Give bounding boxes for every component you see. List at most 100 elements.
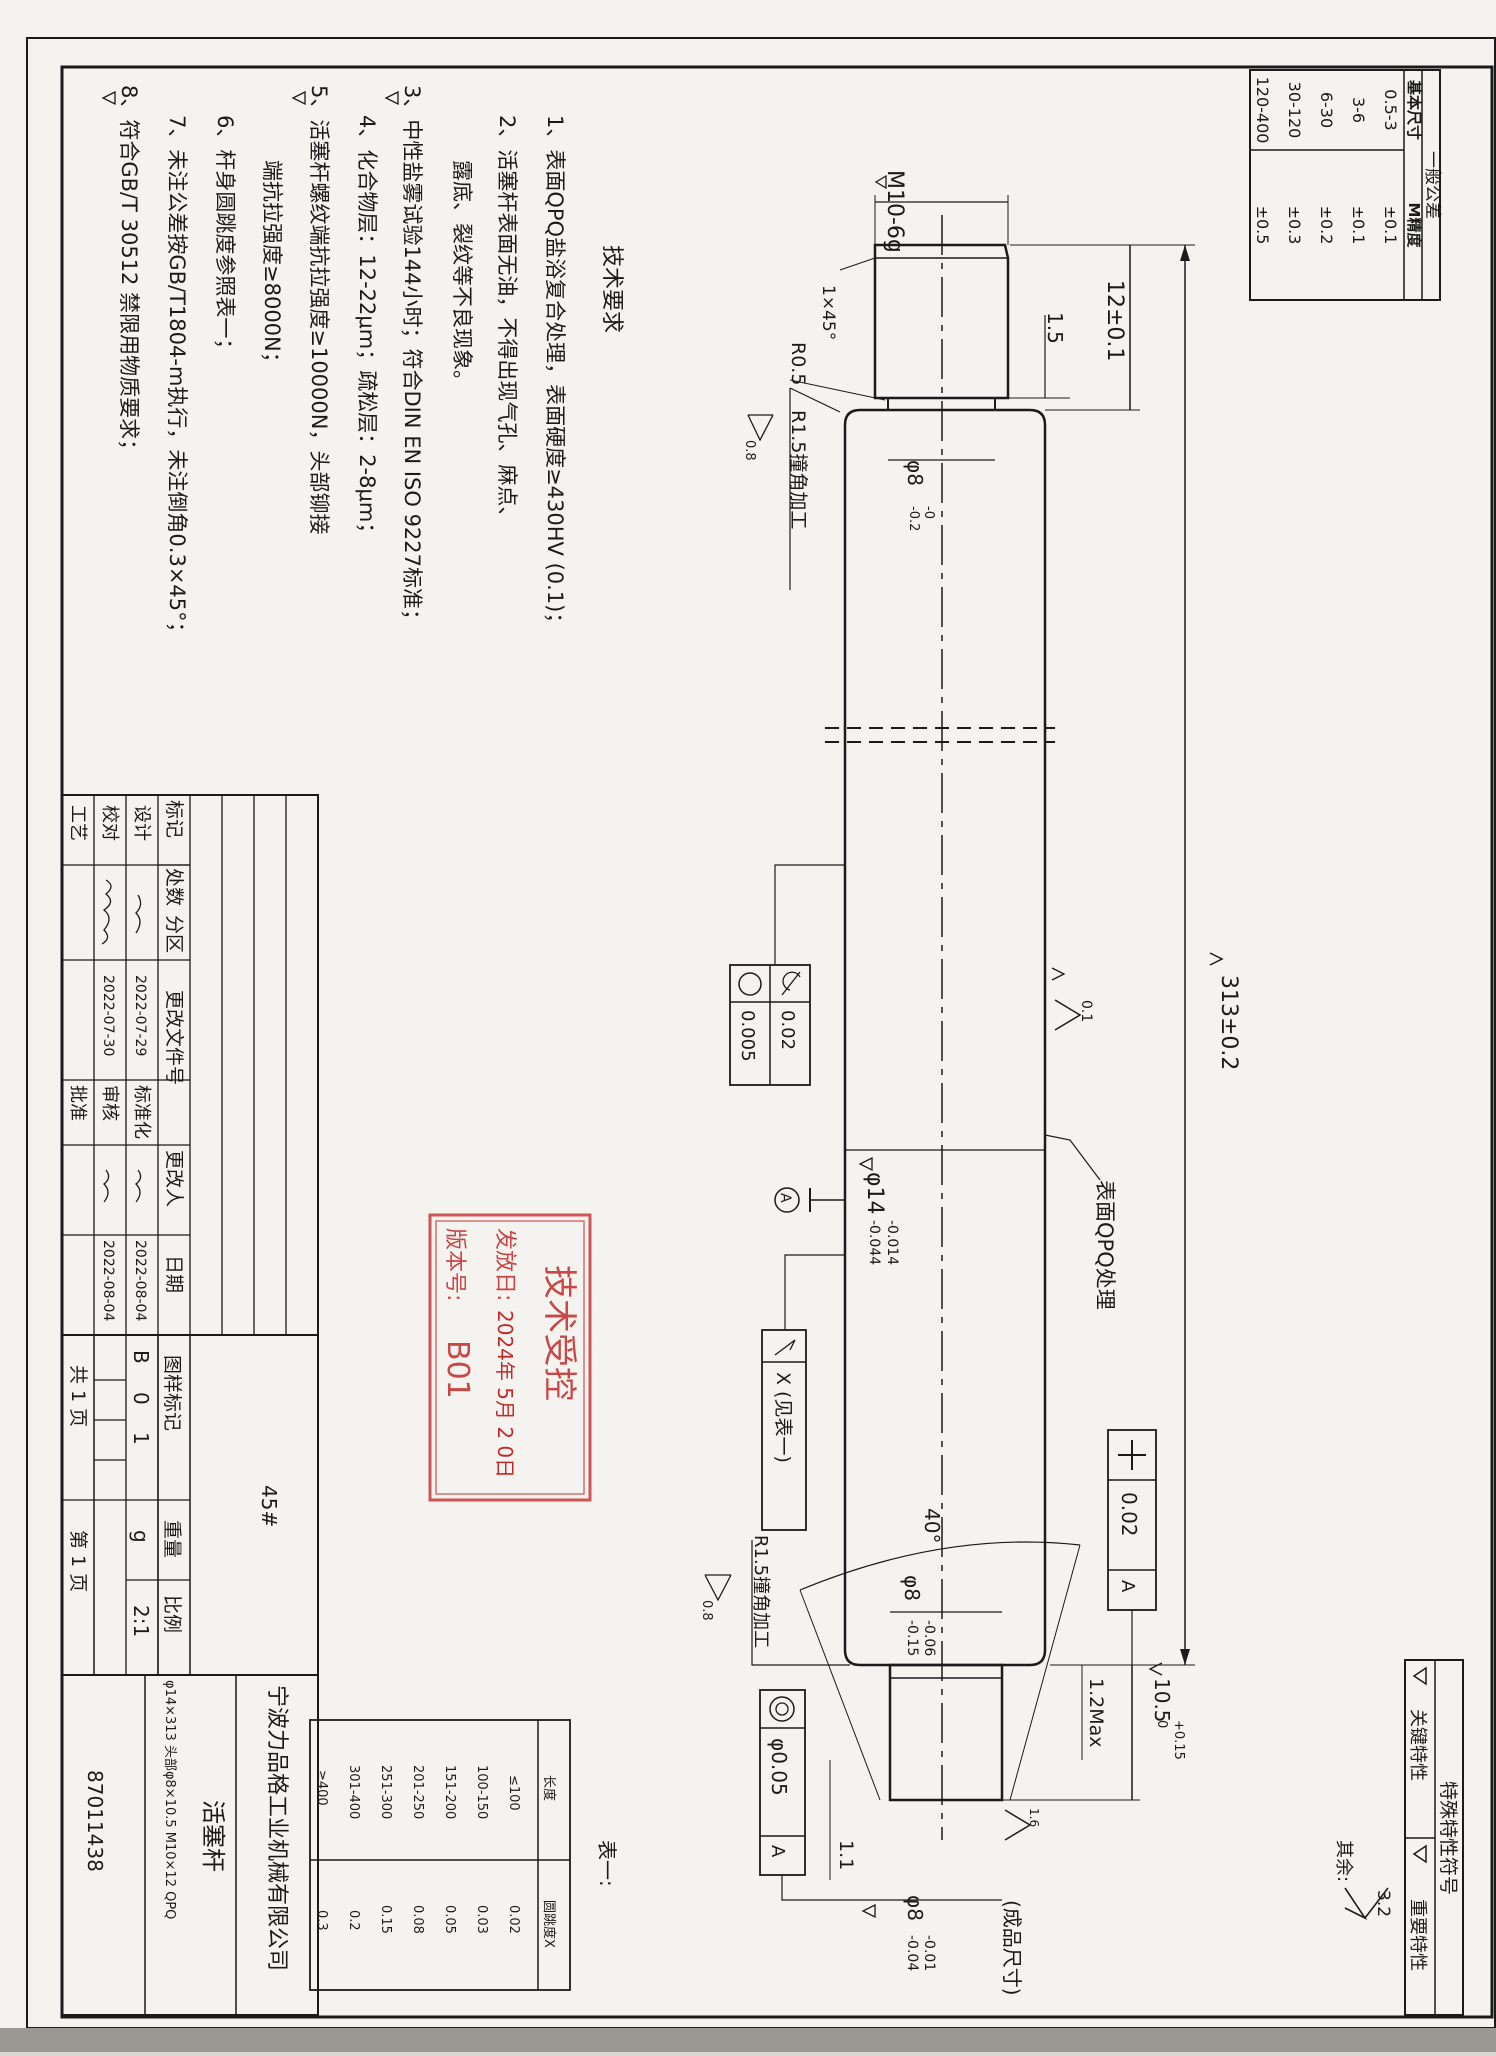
tech-title: 技术要求 xyxy=(599,245,624,333)
cyl-value-2: 0.005 xyxy=(737,1010,758,1062)
runout-header-length: 长度 xyxy=(541,1775,557,1801)
key-mark-icon xyxy=(101,90,116,106)
tech-item-2b: 露底、裂纹等不良现象。 xyxy=(450,160,474,391)
tech-item-8: 8、符合GB/T 30512 禁限用物质要求； xyxy=(117,85,141,460)
signature-check xyxy=(101,879,112,945)
date-standard: 2022-08-04 xyxy=(132,1240,148,1321)
process-label: 工艺 xyxy=(67,805,88,841)
head-end xyxy=(888,1663,1004,1802)
important-mark-icon xyxy=(1148,1662,1163,1676)
outer-border xyxy=(26,37,1496,2029)
runout-val-2: 0.05 xyxy=(442,1905,457,1934)
tol-size-1: 3-6 xyxy=(1349,97,1368,123)
rev-header-count: 处数 xyxy=(163,868,185,906)
tech-item-1: 1、表面QPQ盐浴复合处理，表面硬度≥430HV (0.1)； xyxy=(543,115,567,633)
stage-3: 1 xyxy=(129,1432,153,1445)
final-tol-upper: -0.01 xyxy=(921,1935,937,1971)
sheet-number: 第 1 页 xyxy=(67,1530,89,1592)
review-label: 审核 xyxy=(99,1085,120,1121)
cyl-value: 0.02 xyxy=(777,1010,798,1050)
stamp-line1: 技术受控 xyxy=(539,1265,579,1401)
neck-dia: φ8 xyxy=(903,460,927,486)
roughness-symbol-icon xyxy=(704,1574,732,1602)
legend-title: 特殊特性符号 xyxy=(1437,1781,1459,1895)
roughness-default-label: 其余: xyxy=(1333,1840,1354,1882)
runout-len-4: 251-300 xyxy=(378,1765,393,1819)
stage-2: 0 xyxy=(129,1392,153,1405)
default-roughness: 其余: 3.2 xyxy=(1333,1840,1393,1921)
stamp-version-label: 版本号: xyxy=(442,1228,467,1301)
chamfer-dim: 1×45° xyxy=(818,285,838,340)
small-step: 1.1 xyxy=(835,1840,857,1870)
undercut-dim: 1.5 xyxy=(1043,312,1067,344)
r15-top-note: R1.5撞角加工 xyxy=(787,410,809,529)
cylindricity-icon xyxy=(781,971,801,996)
tech-item-2: 2、活塞杆表面无油，不得出现气孔、麻点、 xyxy=(495,115,519,527)
scale-label: 比例 xyxy=(161,1595,183,1633)
legend-important: 重要特性 xyxy=(1407,1899,1428,1971)
head-dia: φ8 xyxy=(900,1575,924,1601)
runout-val-1: 0.03 xyxy=(474,1905,489,1934)
standard-label: 标准化 xyxy=(131,1085,152,1139)
tolerance-table-title: 一般公差 xyxy=(1422,151,1442,219)
perp-value: 0.02 xyxy=(1117,1492,1141,1537)
tol-val-0: ±0.1 xyxy=(1381,206,1400,245)
rev-header-date: 日期 xyxy=(163,1255,185,1293)
weight-label: 重量 xyxy=(161,1520,183,1558)
date-check: 2022-07-30 xyxy=(100,975,116,1056)
tech-item-5b: 端抗拉强度≥8000N； xyxy=(260,160,284,373)
tech-item-7: 7、未注公差按GB/T1804-m执行，未注倒角0.3×45°； xyxy=(165,115,189,643)
roughness-default-value: 3.2 xyxy=(1373,1890,1393,1917)
conc-value: φ0.05 xyxy=(767,1738,791,1796)
tolerance-header-grade: M精度 xyxy=(1405,203,1423,249)
key-mark-icon xyxy=(874,174,887,190)
roughness-symbol-icon xyxy=(1004,1809,1032,1841)
rough-08-top: 0.8 xyxy=(742,440,757,461)
neck-tol-lower: -0.2 xyxy=(906,506,921,531)
head-len-tol-lower: 0 xyxy=(1154,1720,1169,1728)
check-label: 校对 xyxy=(99,805,120,841)
date-review: 2022-08-04 xyxy=(100,1240,116,1321)
signature-standard xyxy=(135,1169,142,1203)
tech-item-4: 4、化合物层：12-22μm；疏松层：2-8μm； xyxy=(355,115,379,543)
title-block: 标记 处数 分区 更改文件号 更改人 日期 设计 标准化 校对 审核 工艺 批准… xyxy=(61,794,319,2016)
tech-item-6: 6、杆身圆跳度参照表一； xyxy=(213,115,237,359)
runout-len-6: ≥400 xyxy=(314,1770,329,1806)
drawing-number: 87011438 xyxy=(83,1770,107,1872)
runout-note: X (见表一) xyxy=(772,1372,794,1463)
rough-16: 1.6 xyxy=(1027,1808,1041,1827)
key-mark-icon xyxy=(858,1156,873,1172)
tol-val-4: ±0.5 xyxy=(1253,206,1272,245)
tol-val-3: ±0.3 xyxy=(1285,206,1304,245)
circularity-icon xyxy=(738,972,762,996)
stage-1: B xyxy=(129,1350,153,1364)
rev-header-file: 更改文件号 xyxy=(163,990,185,1085)
final-tol-lower: -0.04 xyxy=(904,1935,920,1971)
key-mark-icon xyxy=(291,90,306,106)
runout-header-value: 圆跳度X xyxy=(541,1900,557,1948)
head-length: 10.5 xyxy=(1150,1678,1174,1723)
body-dia: φ14 xyxy=(862,1172,887,1215)
tolerance-rows: 0.5-3 ±0.1 3-6 ±0.1 6-30 ±0.2 30-120 ±0.… xyxy=(1253,77,1400,245)
datum-label: A xyxy=(777,1193,793,1203)
datum-a-icon xyxy=(774,1187,800,1213)
piston-rod-drawing xyxy=(825,215,1055,1840)
approve-label: 批准 xyxy=(67,1085,88,1121)
runout-val-6: 0.3 xyxy=(314,1910,329,1931)
runout-val-0: 0.02 xyxy=(506,1905,521,1934)
fillet-dim: R0.5 xyxy=(787,342,809,385)
key-characteristic-icon xyxy=(1412,1666,1427,1686)
tech-requirements: 技术要求 1、表面QPQ盐浴复合处理，表面硬度≥430HV (0.1)； 2、活… xyxy=(101,85,624,643)
rough-08-bottom: 0.8 xyxy=(699,1600,714,1621)
overall-length: 313±0.2 xyxy=(1216,975,1241,1070)
tol-val-1: ±0.1 xyxy=(1349,206,1368,245)
thread-length: 12±0.1 xyxy=(1102,280,1127,361)
runout-len-5: 301-400 xyxy=(346,1765,361,1819)
tech-item-3: 3、中性盐雾试验144小时；符合DIN EN ISO 9227标准； xyxy=(400,85,424,630)
body-tol-upper: -0.014 xyxy=(884,1220,900,1265)
rev-header-mark: 标记 xyxy=(163,800,185,838)
part-spec: φ14×313 头部φ8×10.5 M10×12 QPQ xyxy=(162,1680,177,1919)
head-tol-lower: -0.15 xyxy=(904,1620,920,1656)
runout-icon xyxy=(774,1339,796,1356)
